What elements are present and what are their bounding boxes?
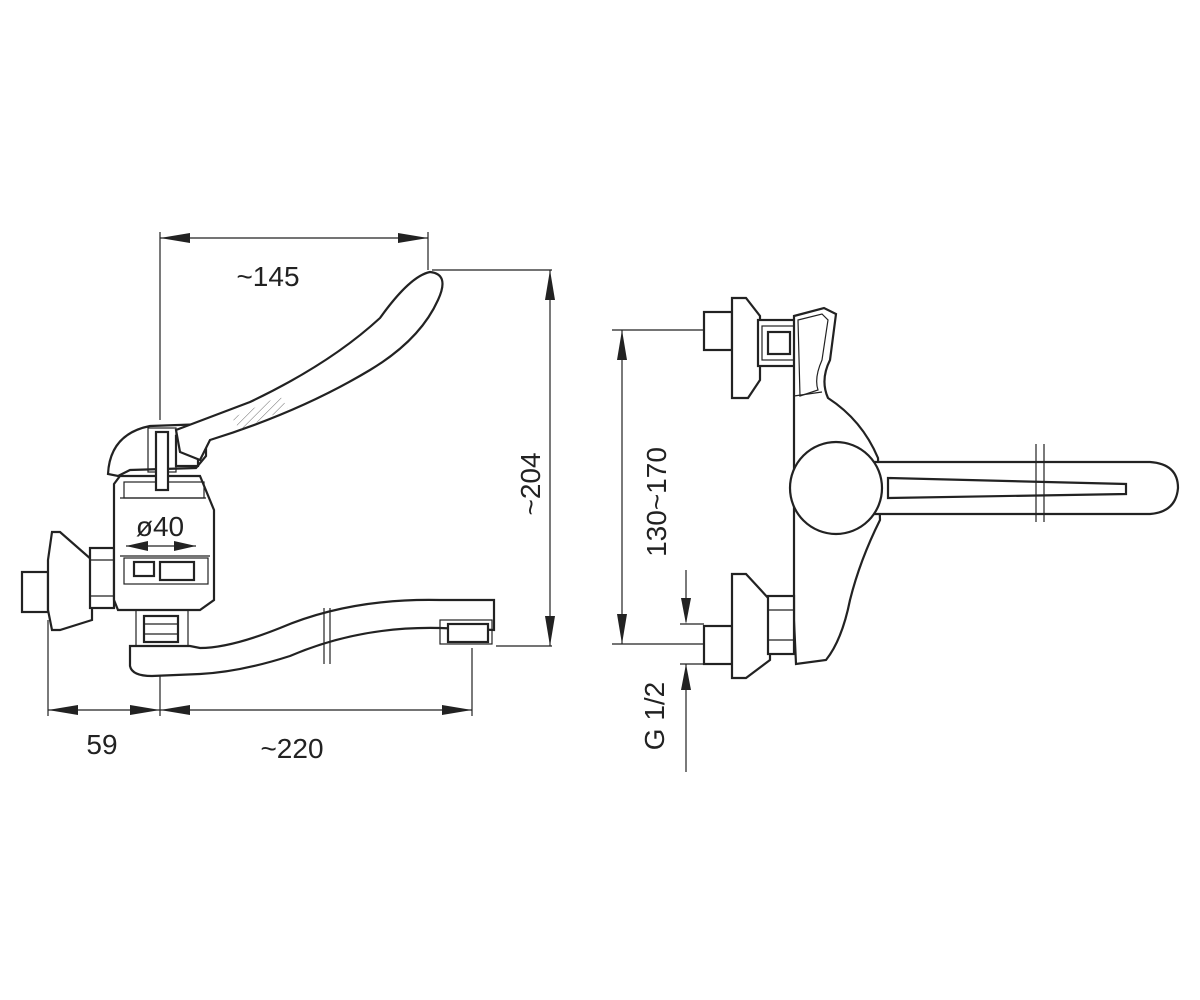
long-lever-handle bbox=[174, 270, 444, 462]
dim-label-thread: G 1/2 bbox=[639, 682, 670, 750]
dimension-wall-projection: 59 bbox=[47, 620, 161, 760]
side-view: 130~170 G 1/2 bbox=[612, 296, 1180, 772]
upper-inlet-connector bbox=[702, 296, 802, 400]
dimension-thread-size: G 1/2 bbox=[639, 570, 704, 772]
dimension-cartridge-diameter: ø40 bbox=[126, 511, 196, 551]
mixer-body bbox=[112, 469, 216, 612]
dim-label-diameter: ø40 bbox=[136, 511, 184, 542]
dimension-lever-reach: ~145 bbox=[159, 232, 429, 420]
lower-inlet-connector bbox=[702, 572, 796, 680]
dim-label-204: ~204 bbox=[515, 452, 546, 515]
front-section-view: ~145 ~204 ø40 59 bbox=[20, 232, 555, 764]
dimension-inlet-spacing: 130~170 bbox=[612, 329, 704, 645]
dimension-spout-length: ~220 bbox=[160, 648, 473, 764]
dimension-total-height: ~204 bbox=[432, 269, 555, 647]
dim-label-145: ~145 bbox=[236, 261, 299, 292]
wall-connector bbox=[20, 530, 116, 632]
side-handle bbox=[788, 440, 1180, 536]
spout bbox=[128, 598, 496, 678]
dim-label-220: ~220 bbox=[260, 733, 323, 764]
dim-label-59: 59 bbox=[86, 729, 117, 760]
dim-label-130-170: 130~170 bbox=[641, 447, 672, 557]
